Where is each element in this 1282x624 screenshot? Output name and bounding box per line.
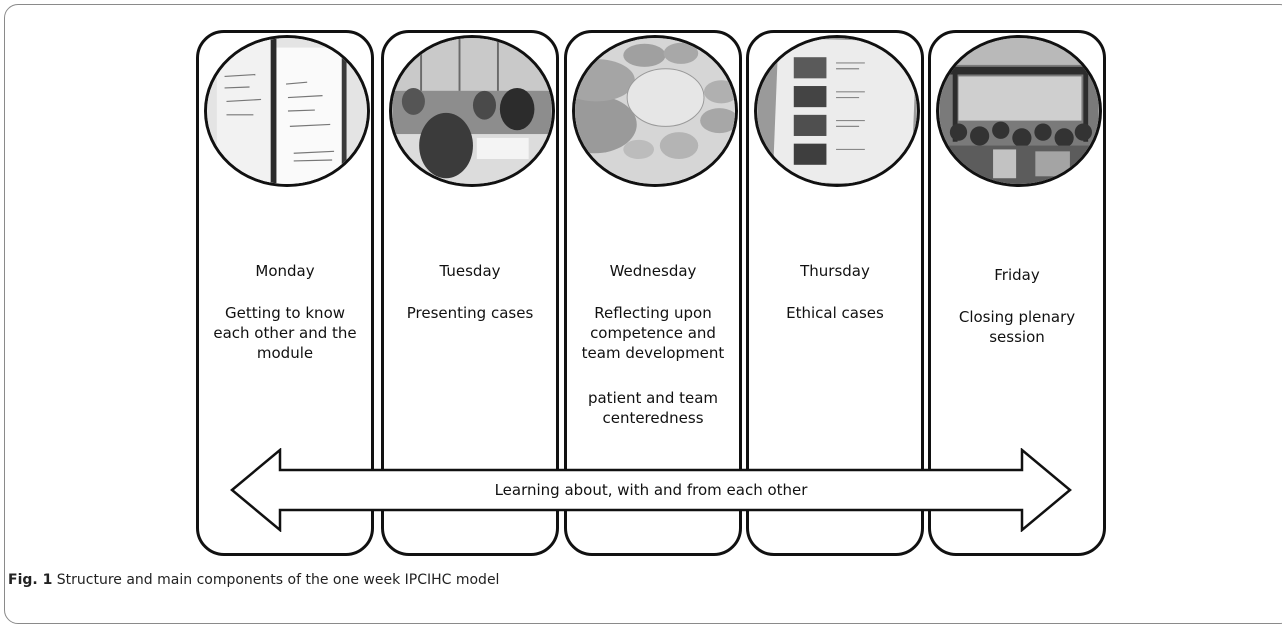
day-name: Wednesday — [609, 262, 697, 280]
figure-caption: Fig. 1 Structure and main components of … — [8, 571, 499, 589]
day-column-thursday: Thursday Ethical cases — [746, 30, 924, 556]
day-name: Tuesday — [439, 262, 501, 280]
day-description: Ethical cases — [786, 304, 884, 322]
day-description: Getting to know each other and the modul… — [213, 304, 357, 362]
caption-text: Structure and main components of the one… — [52, 572, 500, 588]
day-column-friday: Friday Closing plenary session — [928, 30, 1106, 556]
day-name: Monday — [255, 262, 315, 280]
photo-friday-plenary-session — [936, 35, 1102, 187]
photo-tuesday-classroom — [389, 35, 555, 187]
figure-number: Fig. 1 — [8, 572, 53, 588]
day-column-wednesday: Wednesday Reflecting upon competence and… — [564, 30, 742, 556]
photo-monday-flipchart — [204, 35, 370, 187]
day-description: Reflecting upon competence and team deve… — [581, 304, 725, 362]
day-description: Presenting cases — [406, 304, 534, 322]
day-description-extra: patient and team centeredness — [587, 389, 719, 427]
photo-wednesday-competence-circles — [572, 35, 738, 187]
day-column-tuesday: Tuesday Presenting cases — [381, 30, 559, 556]
day-description: Closing plenary session — [958, 308, 1076, 346]
arrow-label: Learning about, with and from each other — [494, 481, 808, 499]
double-arrow-shape — [230, 448, 1072, 532]
day-column-monday: Monday Getting to know each other and th… — [196, 30, 374, 556]
double-arrow: Learning about, with and from each other — [230, 448, 1072, 532]
day-name: Friday — [994, 266, 1040, 284]
photo-thursday-case-sheet — [754, 35, 920, 187]
day-name: Thursday — [800, 262, 870, 280]
